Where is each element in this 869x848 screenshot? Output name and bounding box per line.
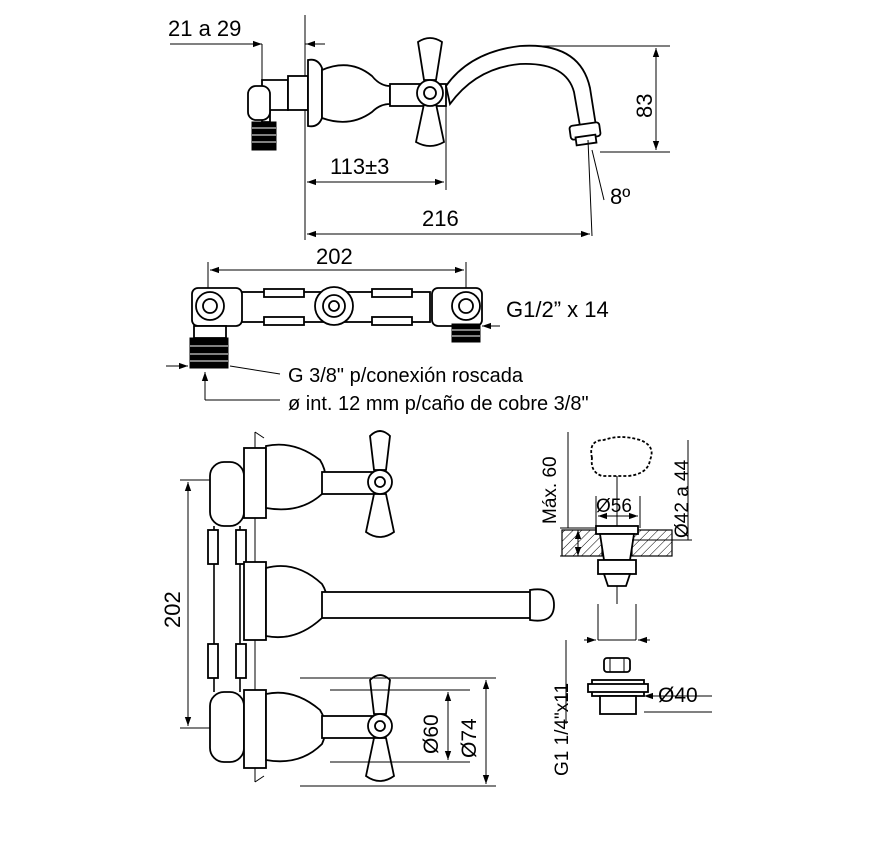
dim-height-202-front: 202 xyxy=(160,591,185,628)
dim-wall-range: 21 a 29 xyxy=(168,16,241,41)
front-view: 202 Ø60 Ø74 xyxy=(160,430,555,787)
dim-dia-60: Ø60 xyxy=(420,714,443,754)
label-thread-g12: G1/2” x 14 xyxy=(506,297,609,322)
dim-height-83: 83 xyxy=(632,94,657,118)
dim-width-202-top: 202 xyxy=(316,244,353,269)
side-view: 21 a 29 83 113±3 8º 216 xyxy=(168,15,670,240)
dim-spout-113: 113±3 xyxy=(330,154,389,179)
dim-thread-g114: G1 1/4"x11 xyxy=(552,683,573,776)
dim-dia-74: Ø74 xyxy=(458,718,481,758)
dim-dia-42-44: Ø42 a 44 xyxy=(672,459,693,538)
dim-angle-8: 8º xyxy=(610,184,630,209)
dim-max-60: Máx. 60 xyxy=(540,456,561,524)
dim-dia-56: Ø56 xyxy=(596,496,632,517)
dim-length-216: 216 xyxy=(422,206,459,231)
dim-dia-40: Ø40 xyxy=(658,684,698,707)
label-g38-connection: G 3/8" p/conexión roscada xyxy=(288,365,524,387)
label-copper-pipe: ø int. 12 mm p/caño de cobre 3/8" xyxy=(288,393,589,415)
drain-detail: Máx. 60 Ø56 Ø42 a 44 G1 1/4"x11 Ø40 xyxy=(540,432,712,776)
top-view: 202 G1/2” x 14 G 3/ xyxy=(166,244,609,415)
